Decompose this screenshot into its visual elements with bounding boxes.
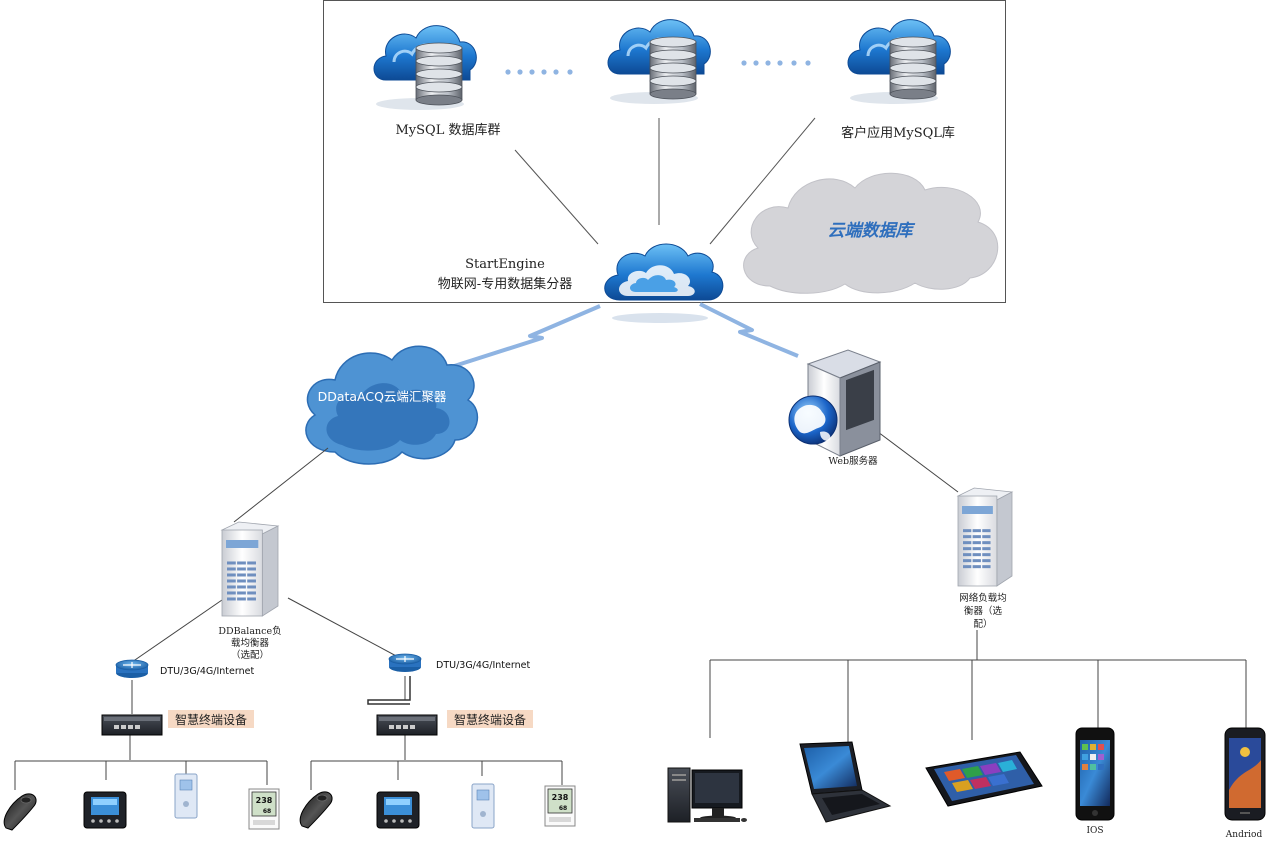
android-label: Andriod bbox=[1225, 830, 1263, 840]
gateway-box-icon bbox=[101, 714, 163, 736]
router-right-label: DTU/3G/4G/Internet bbox=[436, 660, 530, 671]
right-branch-links bbox=[709, 431, 1247, 742]
smartphone-ios-icon bbox=[1075, 727, 1115, 821]
svg-text:238: 238 bbox=[256, 796, 273, 805]
ddbalance-label-1: DDBalance负 bbox=[218, 625, 281, 637]
central-cloud-icon bbox=[604, 243, 724, 323]
ddbalance-label-2: 载均衡器 bbox=[231, 637, 270, 649]
net-balancer-label-2: 衡器（选 bbox=[964, 605, 1003, 617]
start-engine-subtitle: 物联网-专用数据集分器 bbox=[438, 276, 572, 292]
desktop-pc-icon bbox=[667, 767, 747, 823]
web-server-label: Web服务器 bbox=[828, 455, 878, 467]
wall-sensor-icon bbox=[471, 783, 495, 829]
gateway-box-icon bbox=[376, 714, 438, 736]
start-engine-title: StartEngine bbox=[465, 257, 545, 272]
cloud-database-label: 云端数据库 bbox=[828, 221, 916, 241]
terminal-label-right: 智慧终端设备 bbox=[454, 712, 526, 727]
ellipsis-dots-left bbox=[505, 69, 573, 75]
tablet-icon bbox=[925, 751, 1043, 807]
database-cloud-icon bbox=[847, 19, 951, 104]
wall-sensor-icon bbox=[174, 773, 198, 819]
ios-label: IOS bbox=[1086, 826, 1103, 836]
controller-panel-icon bbox=[376, 791, 420, 829]
smartphone-android-icon bbox=[1224, 727, 1266, 821]
mysql-group-label: MySQL 数据库群 bbox=[396, 122, 501, 138]
terminal-label-bg-left bbox=[168, 710, 254, 728]
router-icon bbox=[388, 653, 422, 672]
svg-text:68: 68 bbox=[559, 805, 567, 812]
net-balancer-label-3: 配） bbox=[973, 618, 992, 630]
ddbalance-label-3: （选配） bbox=[231, 649, 269, 661]
cloud-zone-frame bbox=[323, 0, 1006, 303]
antenna-cable bbox=[367, 676, 411, 705]
database-cloud-icon bbox=[373, 25, 477, 110]
left-branch-links bbox=[14, 447, 563, 790]
web-server-icon bbox=[788, 349, 882, 457]
cloud-zone-links bbox=[514, 117, 816, 245]
router-icon bbox=[115, 659, 149, 678]
sensor-cable-icon bbox=[3, 793, 37, 831]
net-balancer-label-1: 网络负载均 bbox=[959, 592, 1007, 604]
ellipsis-dots-right bbox=[741, 60, 811, 66]
lightning-link-right bbox=[699, 302, 799, 358]
net-balancer-server-icon bbox=[956, 487, 1014, 587]
laptop-icon bbox=[799, 741, 892, 823]
router-left-label: DTU/3G/4G/Internet bbox=[160, 666, 254, 677]
client-mysql-label: 客户应用MySQL库 bbox=[841, 125, 955, 141]
cloud-database-bubble: 云端数据库 bbox=[743, 172, 999, 294]
controller-panel-icon bbox=[83, 791, 127, 829]
terminal-label-left: 智慧终端设备 bbox=[175, 712, 247, 727]
sensor-cable-icon bbox=[299, 791, 333, 829]
aggregator-label: DDataACQ云端汇聚器 bbox=[318, 389, 447, 404]
database-cloud-icon bbox=[607, 19, 711, 104]
ddbalance-server-icon bbox=[220, 521, 280, 617]
svg-text:68: 68 bbox=[263, 808, 271, 815]
svg-text:238: 238 bbox=[552, 793, 569, 802]
terminal-label-bg-right bbox=[447, 710, 533, 728]
lightning-link-left bbox=[447, 304, 601, 370]
aggregator-cloud-icon: DDataACQ云端汇聚器 bbox=[305, 345, 479, 465]
